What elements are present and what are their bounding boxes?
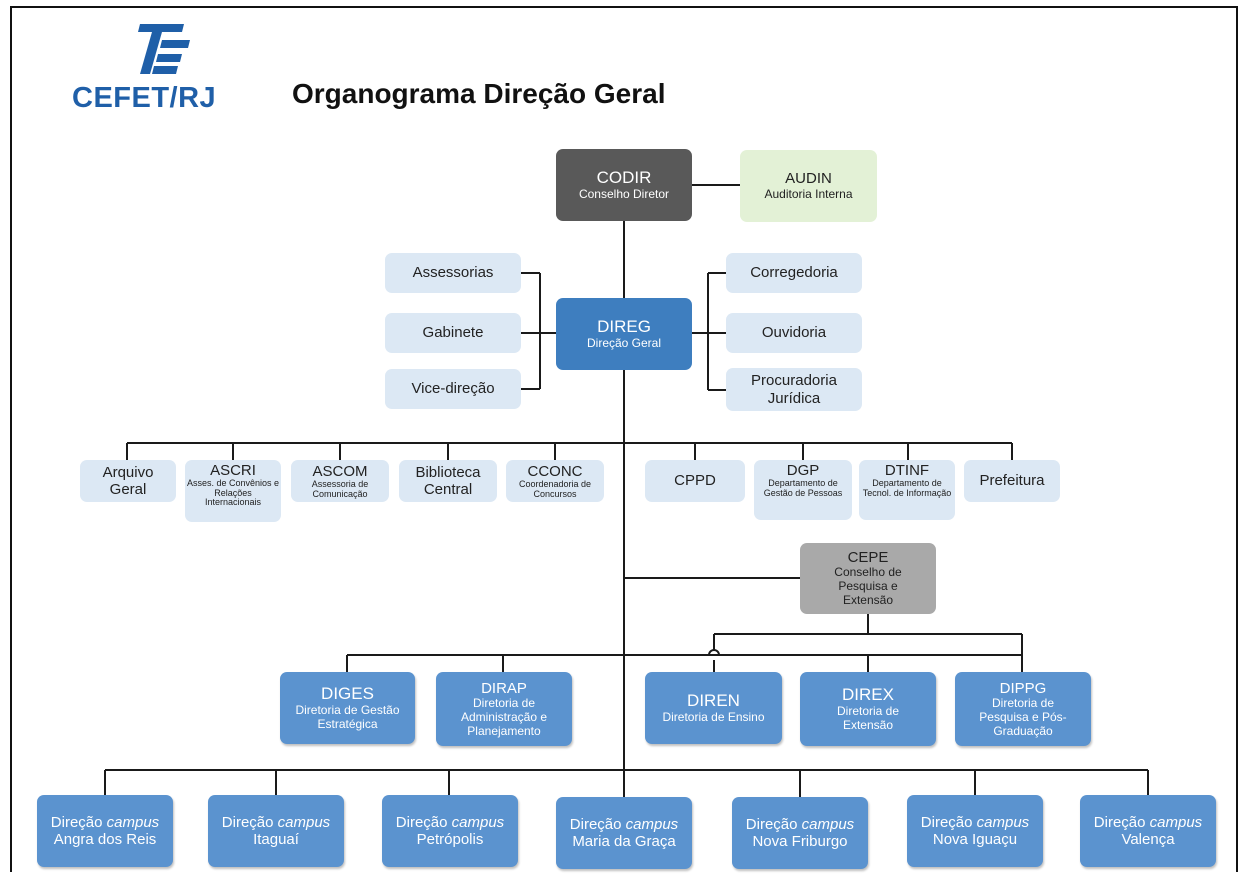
ascri-name: Asses. de Convênios e Relações Internaci… — [186, 478, 280, 508]
audin-box: AUDIN Auditoria Interna — [740, 150, 877, 222]
audin-acronym: AUDIN — [785, 170, 832, 188]
campus-name: Nova Iguaçu — [932, 831, 1018, 848]
arquivo-geral-box: Arquivo Geral — [80, 460, 176, 502]
cppd-label: CPPD — [674, 472, 716, 490]
prefeitura-label: Prefeitura — [979, 472, 1045, 490]
ouvidoria-box: Ouvidoria — [726, 313, 862, 353]
audin-name: Auditoria Interna — [764, 186, 853, 201]
campus-prefix: Direção — [569, 815, 622, 833]
cepe-name: Conselho de Pesquisa e Extensão — [834, 565, 902, 608]
campus-name: Maria da Graça — [572, 833, 676, 850]
campus-prefix: Direção — [1093, 813, 1146, 831]
codir-acronym: CODIR — [596, 168, 652, 188]
vice-direcao-box: Vice-direção — [385, 369, 521, 409]
campus-valenca-box: Direção campus Valença — [1080, 795, 1216, 867]
direx-name: Diretoria de Extensão — [836, 703, 900, 732]
direg-box: DIREG Direção Geral — [556, 298, 692, 370]
campus-word: campus — [625, 815, 679, 833]
dirap-name: Diretoria de Administração e Planejament… — [460, 695, 548, 738]
procuradoria-box: Procuradoria Jurídica — [726, 368, 862, 411]
campus-word: campus — [451, 813, 505, 831]
dtinf-box: DTINF Departamento de Tecnol. de Informa… — [859, 460, 955, 520]
page-frame — [10, 6, 1238, 872]
campus-word: campus — [277, 813, 331, 831]
campus-angra-box: Direção campus Angra dos Reis — [37, 795, 173, 867]
arquivo-geral-label: Arquivo Geral — [102, 463, 154, 498]
brand-name: CEFET/RJ — [72, 82, 217, 114]
campus-prefix: Direção — [50, 813, 103, 831]
direg-name: Direção Geral — [586, 335, 662, 350]
campus-nova-friburgo-box: Direção campus Nova Friburgo — [732, 797, 868, 869]
ascom-name: Assessoria de Comunicação — [311, 479, 369, 499]
campus-name: Angra dos Reis — [53, 831, 157, 848]
ascri-box: ASCRI Asses. de Convênios e Relações Int… — [185, 460, 281, 522]
ascom-box: ASCOM Assessoria de Comunicação — [291, 460, 389, 502]
diges-name: Diretoria de Gestão Estratégica — [295, 702, 400, 731]
campus-name: Nova Friburgo — [752, 833, 848, 850]
campus-word: campus — [106, 813, 160, 831]
biblioteca-box: Biblioteca Central — [399, 460, 497, 502]
cepe-acronym: CEPE — [847, 549, 889, 567]
campus-nova-iguacu-box: Direção campus Nova Iguaçu — [907, 795, 1043, 867]
cconc-name: Coordenadoria de Concursos — [518, 479, 592, 499]
diren-box: DIREN Diretoria de Ensino — [645, 672, 782, 744]
direg-acronym: DIREG — [597, 317, 651, 337]
ascri-acronym: ASCRI — [210, 462, 256, 479]
campus-prefix: Direção — [920, 813, 973, 831]
diren-acronym: DIREN — [687, 691, 740, 711]
page-title: Organograma Direção Geral — [292, 78, 666, 109]
corregedoria-box: Corregedoria — [726, 253, 862, 293]
campus-prefix: Direção — [221, 813, 274, 831]
direx-acronym: DIREX — [842, 685, 894, 705]
campus-word: campus — [976, 813, 1030, 831]
codir-name: Conselho Diretor — [578, 186, 670, 201]
diren-name: Diretoria de Ensino — [662, 709, 765, 724]
diges-box: DIGES Diretoria de Gestão Estratégica — [280, 672, 415, 744]
campus-word: campus — [1149, 813, 1203, 831]
gabinete-box: Gabinete — [385, 313, 521, 353]
assessorias-box: Assessorias — [385, 253, 521, 293]
dgp-box: DGP Departamento de Gestão de Pessoas — [754, 460, 852, 520]
cconc-box: CCONC Coordenadoria de Concursos — [506, 460, 604, 502]
campus-word: campus — [801, 815, 855, 833]
ascom-acronym: ASCOM — [312, 462, 368, 480]
cefet-logo — [72, 22, 202, 83]
cefet-logo-icon — [138, 24, 190, 74]
codir-box: CODIR Conselho Diretor — [556, 149, 692, 221]
campus-maria-da-graca-box: Direção campus Maria da Graça — [556, 797, 692, 869]
dippg-box: DIPPG Diretoria de Pesquisa e Pós-Gradua… — [955, 672, 1091, 746]
biblioteca-label: Biblioteca Central — [415, 463, 481, 498]
dirap-acronym: DIRAP — [481, 679, 527, 697]
campus-name: Valença — [1121, 831, 1175, 848]
dgp-acronym: DGP — [786, 462, 820, 479]
campus-prefix: Direção — [395, 813, 448, 831]
campus-name: Petrópolis — [416, 831, 484, 848]
cppd-box: CPPD — [645, 460, 745, 502]
direx-box: DIREX Diretoria de Extensão — [800, 672, 936, 746]
campus-petropolis-box: Direção campus Petrópolis — [382, 795, 518, 867]
campus-prefix: Direção — [745, 815, 798, 833]
prefeitura-box: Prefeitura — [964, 460, 1060, 502]
dgp-name: Departamento de Gestão de Pessoas — [763, 478, 843, 498]
cepe-box: CEPE Conselho de Pesquisa e Extensão — [800, 543, 936, 614]
campus-name: Itaguaí — [253, 831, 299, 848]
diges-acronym: DIGES — [321, 684, 374, 704]
dtinf-name: Departamento de Tecnol. de Informação — [862, 478, 952, 498]
dirap-box: DIRAP Diretoria de Administração e Plane… — [436, 672, 572, 746]
campus-itaguai-box: Direção campus Itaguaí — [208, 795, 344, 867]
dippg-acronym: DIPPG — [999, 679, 1047, 697]
dippg-name: Diretoria de Pesquisa e Pós-Graduação — [979, 695, 1067, 738]
dtinf-acronym: DTINF — [884, 462, 930, 479]
cconc-acronym: CCONC — [527, 462, 583, 480]
